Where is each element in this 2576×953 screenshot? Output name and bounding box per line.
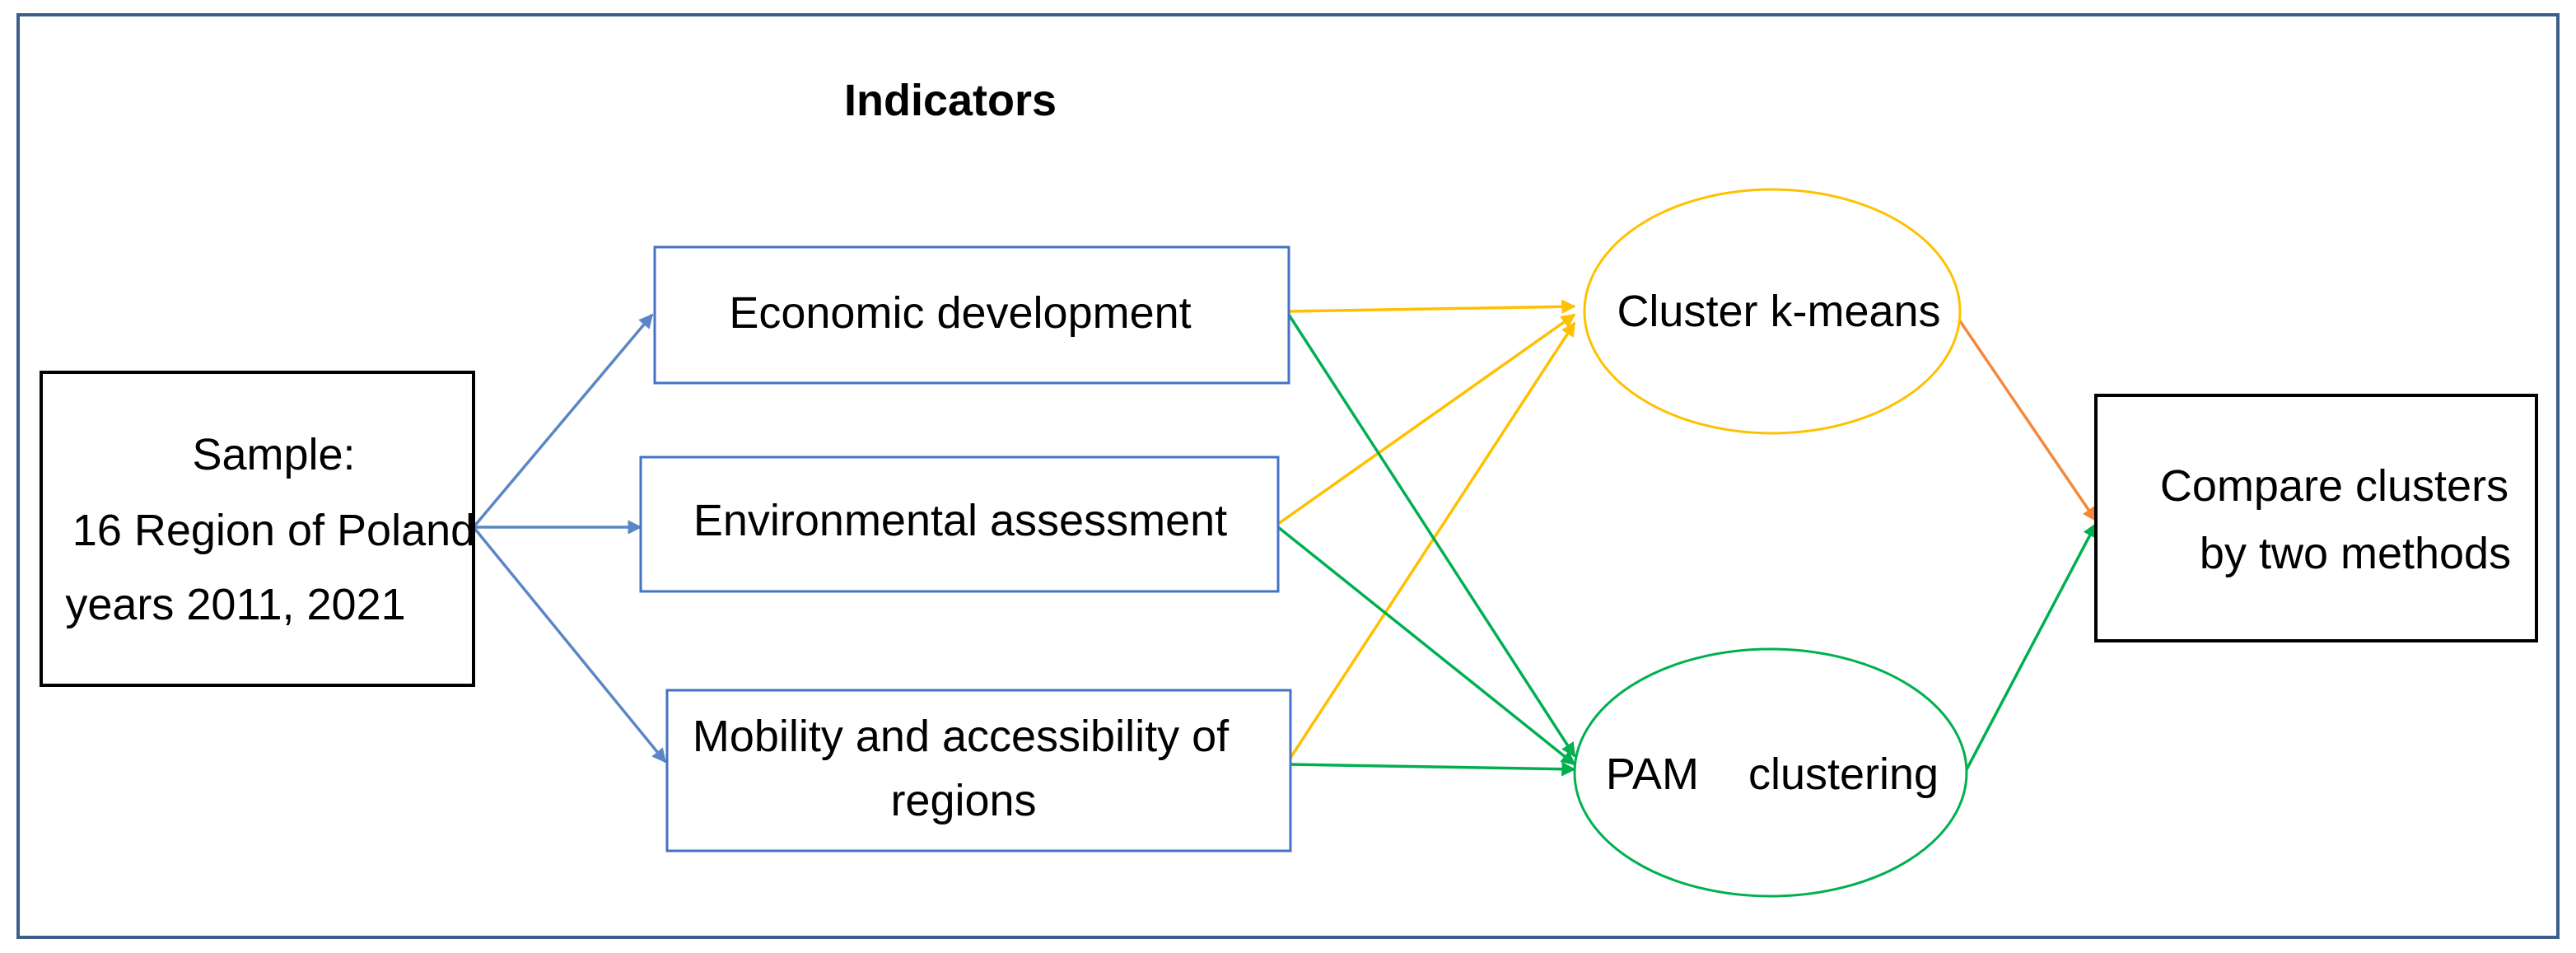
kmeans-label: Cluster k-means bbox=[1617, 287, 1940, 336]
indicator-mobility-accessibility: Mobility and accessibility of regions bbox=[665, 689, 1292, 853]
arrow-pam-to-compare bbox=[1962, 522, 2098, 775]
arrow-economic-to-pam bbox=[1287, 314, 1576, 758]
compare-node: Compare clusters by two methods bbox=[2094, 394, 2538, 642]
compare-box bbox=[2094, 394, 2538, 642]
arrow-mobility-to-pam bbox=[1290, 761, 1576, 777]
environmental-label: Environmental assessment bbox=[693, 496, 1227, 545]
method-pam: PAM clustering bbox=[1573, 647, 1968, 898]
sample-box bbox=[40, 371, 475, 687]
arrow-environmental-to-pam bbox=[1276, 526, 1576, 766]
environmental-box bbox=[639, 455, 1280, 593]
method-kmeans: Cluster k-means bbox=[1583, 188, 1962, 435]
mobility-label: Mobility and accessibility of regions bbox=[693, 712, 1241, 825]
economic-label: Economic development bbox=[729, 288, 1191, 338]
sample-line-1: Sample: bbox=[192, 430, 355, 479]
arrow-environmental-to-kmeans bbox=[1276, 313, 1576, 526]
kmeans-ellipse bbox=[1583, 188, 1962, 435]
arrow-kmeans-to-compare bbox=[1952, 311, 2098, 522]
compare-line-2: by two methods bbox=[2200, 529, 2511, 578]
economic-box bbox=[653, 245, 1290, 385]
mobility-box bbox=[665, 689, 1292, 853]
indicator-economic-development: Economic development bbox=[653, 245, 1290, 385]
pam-ellipse bbox=[1573, 647, 1968, 898]
indicator-environmental-assessment: Environmental assessment bbox=[639, 455, 1280, 593]
sample-line-3: years 2011, 2021 bbox=[65, 580, 405, 629]
sample-line-2: 16 Region of Poland bbox=[72, 506, 475, 555]
pam-label: PAM clustering bbox=[1606, 750, 1939, 799]
arrow-mobility-to-kmeans bbox=[1289, 321, 1576, 759]
arrow-economic-to-kmeans bbox=[1288, 299, 1576, 315]
mobility-line-1: Mobility and accessibility of bbox=[693, 712, 1230, 761]
sample-node: Sample: 16 Region of Poland years 2011, … bbox=[40, 371, 488, 687]
arrow-sample-to-mobility bbox=[472, 526, 667, 764]
sample-text: Sample: 16 Region of Poland years 2011, … bbox=[65, 430, 488, 629]
indicators-title: Indicators bbox=[844, 76, 1057, 125]
compare-line-1: Compare clusters bbox=[2160, 461, 2508, 511]
arrow-sample-to-economic bbox=[472, 313, 654, 529]
compare-text: Compare clusters by two methods bbox=[2160, 461, 2521, 578]
mobility-line-2: regions bbox=[890, 776, 1036, 825]
